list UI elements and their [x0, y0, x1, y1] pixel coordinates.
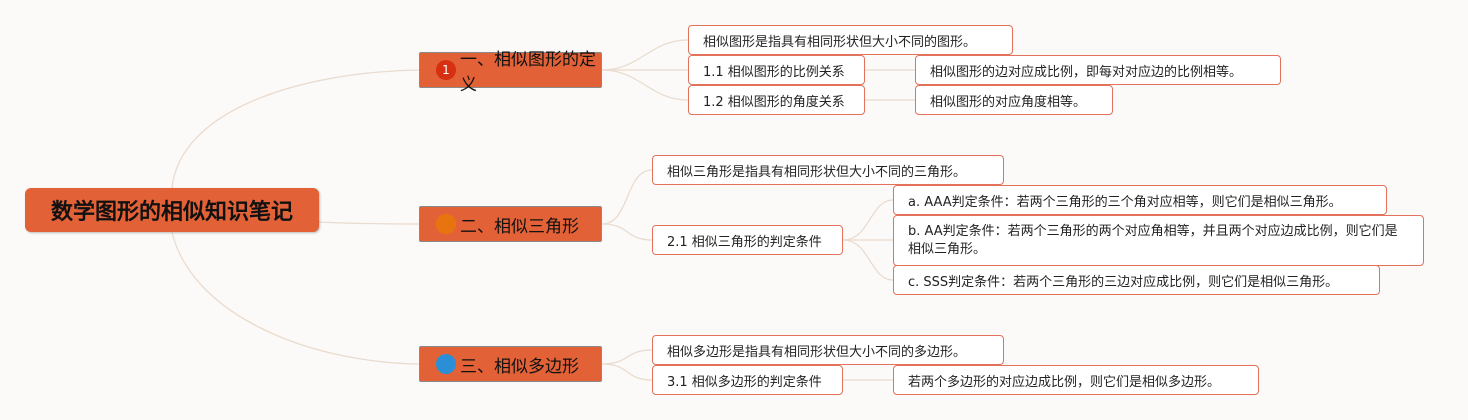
subtopic-1-1-label: 1.1 相似图形的比例关系 — [703, 64, 845, 80]
condition-aaa[interactable]: a. AAA判定条件：若两个三角形的三个角对应相等，则它们是相似三角形。 — [893, 185, 1387, 215]
condition-aa-text: b. AA判定条件：若两个三角形的两个对应角相等，并且两个对应边成比例，则它们是… — [908, 224, 1398, 257]
branch-1-title: 一、相似图形的定义 — [460, 50, 596, 95]
branch-3-topic[interactable]: 三、相似多边形 — [419, 346, 602, 382]
orange-dot-icon — [436, 214, 456, 234]
subtopic-1-2-detail-text: 相似图形的对应角度相等。 — [930, 94, 1087, 110]
subtopic-1-2[interactable]: 1.2 相似图形的角度关系 — [688, 85, 865, 115]
branch-1-definition[interactable]: 相似图形是指具有相同形状但大小不同的图形。 — [688, 25, 1013, 55]
condition-sss-text: c. SSS判定条件：若两个三角形的三边对应成比例，则它们是相似三角形。 — [908, 274, 1339, 290]
subtopic-1-1[interactable]: 1.1 相似图形的比例关系 — [688, 55, 865, 85]
branch-2-definition[interactable]: 相似三角形是指具有相同形状但大小不同的三角形。 — [652, 155, 1004, 185]
condition-aaa-text: a. AAA判定条件：若两个三角形的三个角对应相等，则它们是相似三角形。 — [908, 194, 1342, 210]
subtopic-1-2-label: 1.2 相似图形的角度关系 — [703, 94, 845, 110]
condition-sss[interactable]: c. SSS判定条件：若两个三角形的三边对应成比例，则它们是相似三角形。 — [893, 265, 1380, 295]
subtopic-1-1-detail[interactable]: 相似图形的边对应成比例，即每对对应边的比例相等。 — [915, 55, 1281, 85]
subtopic-3-1-label: 3.1 相似多边形的判定条件 — [667, 374, 822, 390]
root-topic[interactable]: 数学图形的相似知识笔记 — [25, 188, 319, 232]
branch-3-definition[interactable]: 相似多边形是指具有相同形状但大小不同的多边形。 — [652, 335, 1004, 365]
subtopic-3-1-detail-text: 若两个多边形的对应边成比例，则它们是相似多边形。 — [908, 374, 1221, 390]
branch-2-definition-text: 相似三角形是指具有相同形状但大小不同的三角形。 — [667, 164, 967, 180]
subtopic-1-1-detail-text: 相似图形的边对应成比例，即每对对应边的比例相等。 — [930, 64, 1243, 80]
branch-3-definition-text: 相似多边形是指具有相同形状但大小不同的多边形。 — [667, 344, 967, 360]
branch-1-topic[interactable]: 1 一、相似图形的定义 — [419, 50, 602, 95]
subtopic-3-1[interactable]: 3.1 相似多边形的判定条件 — [652, 365, 843, 395]
subtopic-2-1[interactable]: 2.1 相似三角形的判定条件 — [652, 225, 843, 255]
subtopic-2-1-label: 2.1 相似三角形的判定条件 — [667, 234, 822, 250]
subtopic-3-1-detail[interactable]: 若两个多边形的对应边成比例，则它们是相似多边形。 — [893, 365, 1259, 395]
branch-1-definition-text: 相似图形是指具有相同形状但大小不同的图形。 — [703, 34, 977, 50]
condition-aa[interactable]: b. AA判定条件：若两个三角形的两个对应角相等，并且两个对应边成比例，则它们是… — [893, 215, 1424, 266]
branch-2-title: 二、相似三角形 — [460, 216, 579, 237]
number-1-icon: 1 — [436, 60, 456, 80]
branch-2-topic[interactable]: 二、相似三角形 — [419, 206, 602, 242]
branch-3-title: 三、相似多边形 — [460, 356, 579, 377]
root-title: 数学图形的相似知识笔记 — [50, 200, 293, 225]
blue-dot-icon — [436, 354, 456, 374]
subtopic-1-2-detail[interactable]: 相似图形的对应角度相等。 — [915, 85, 1113, 115]
